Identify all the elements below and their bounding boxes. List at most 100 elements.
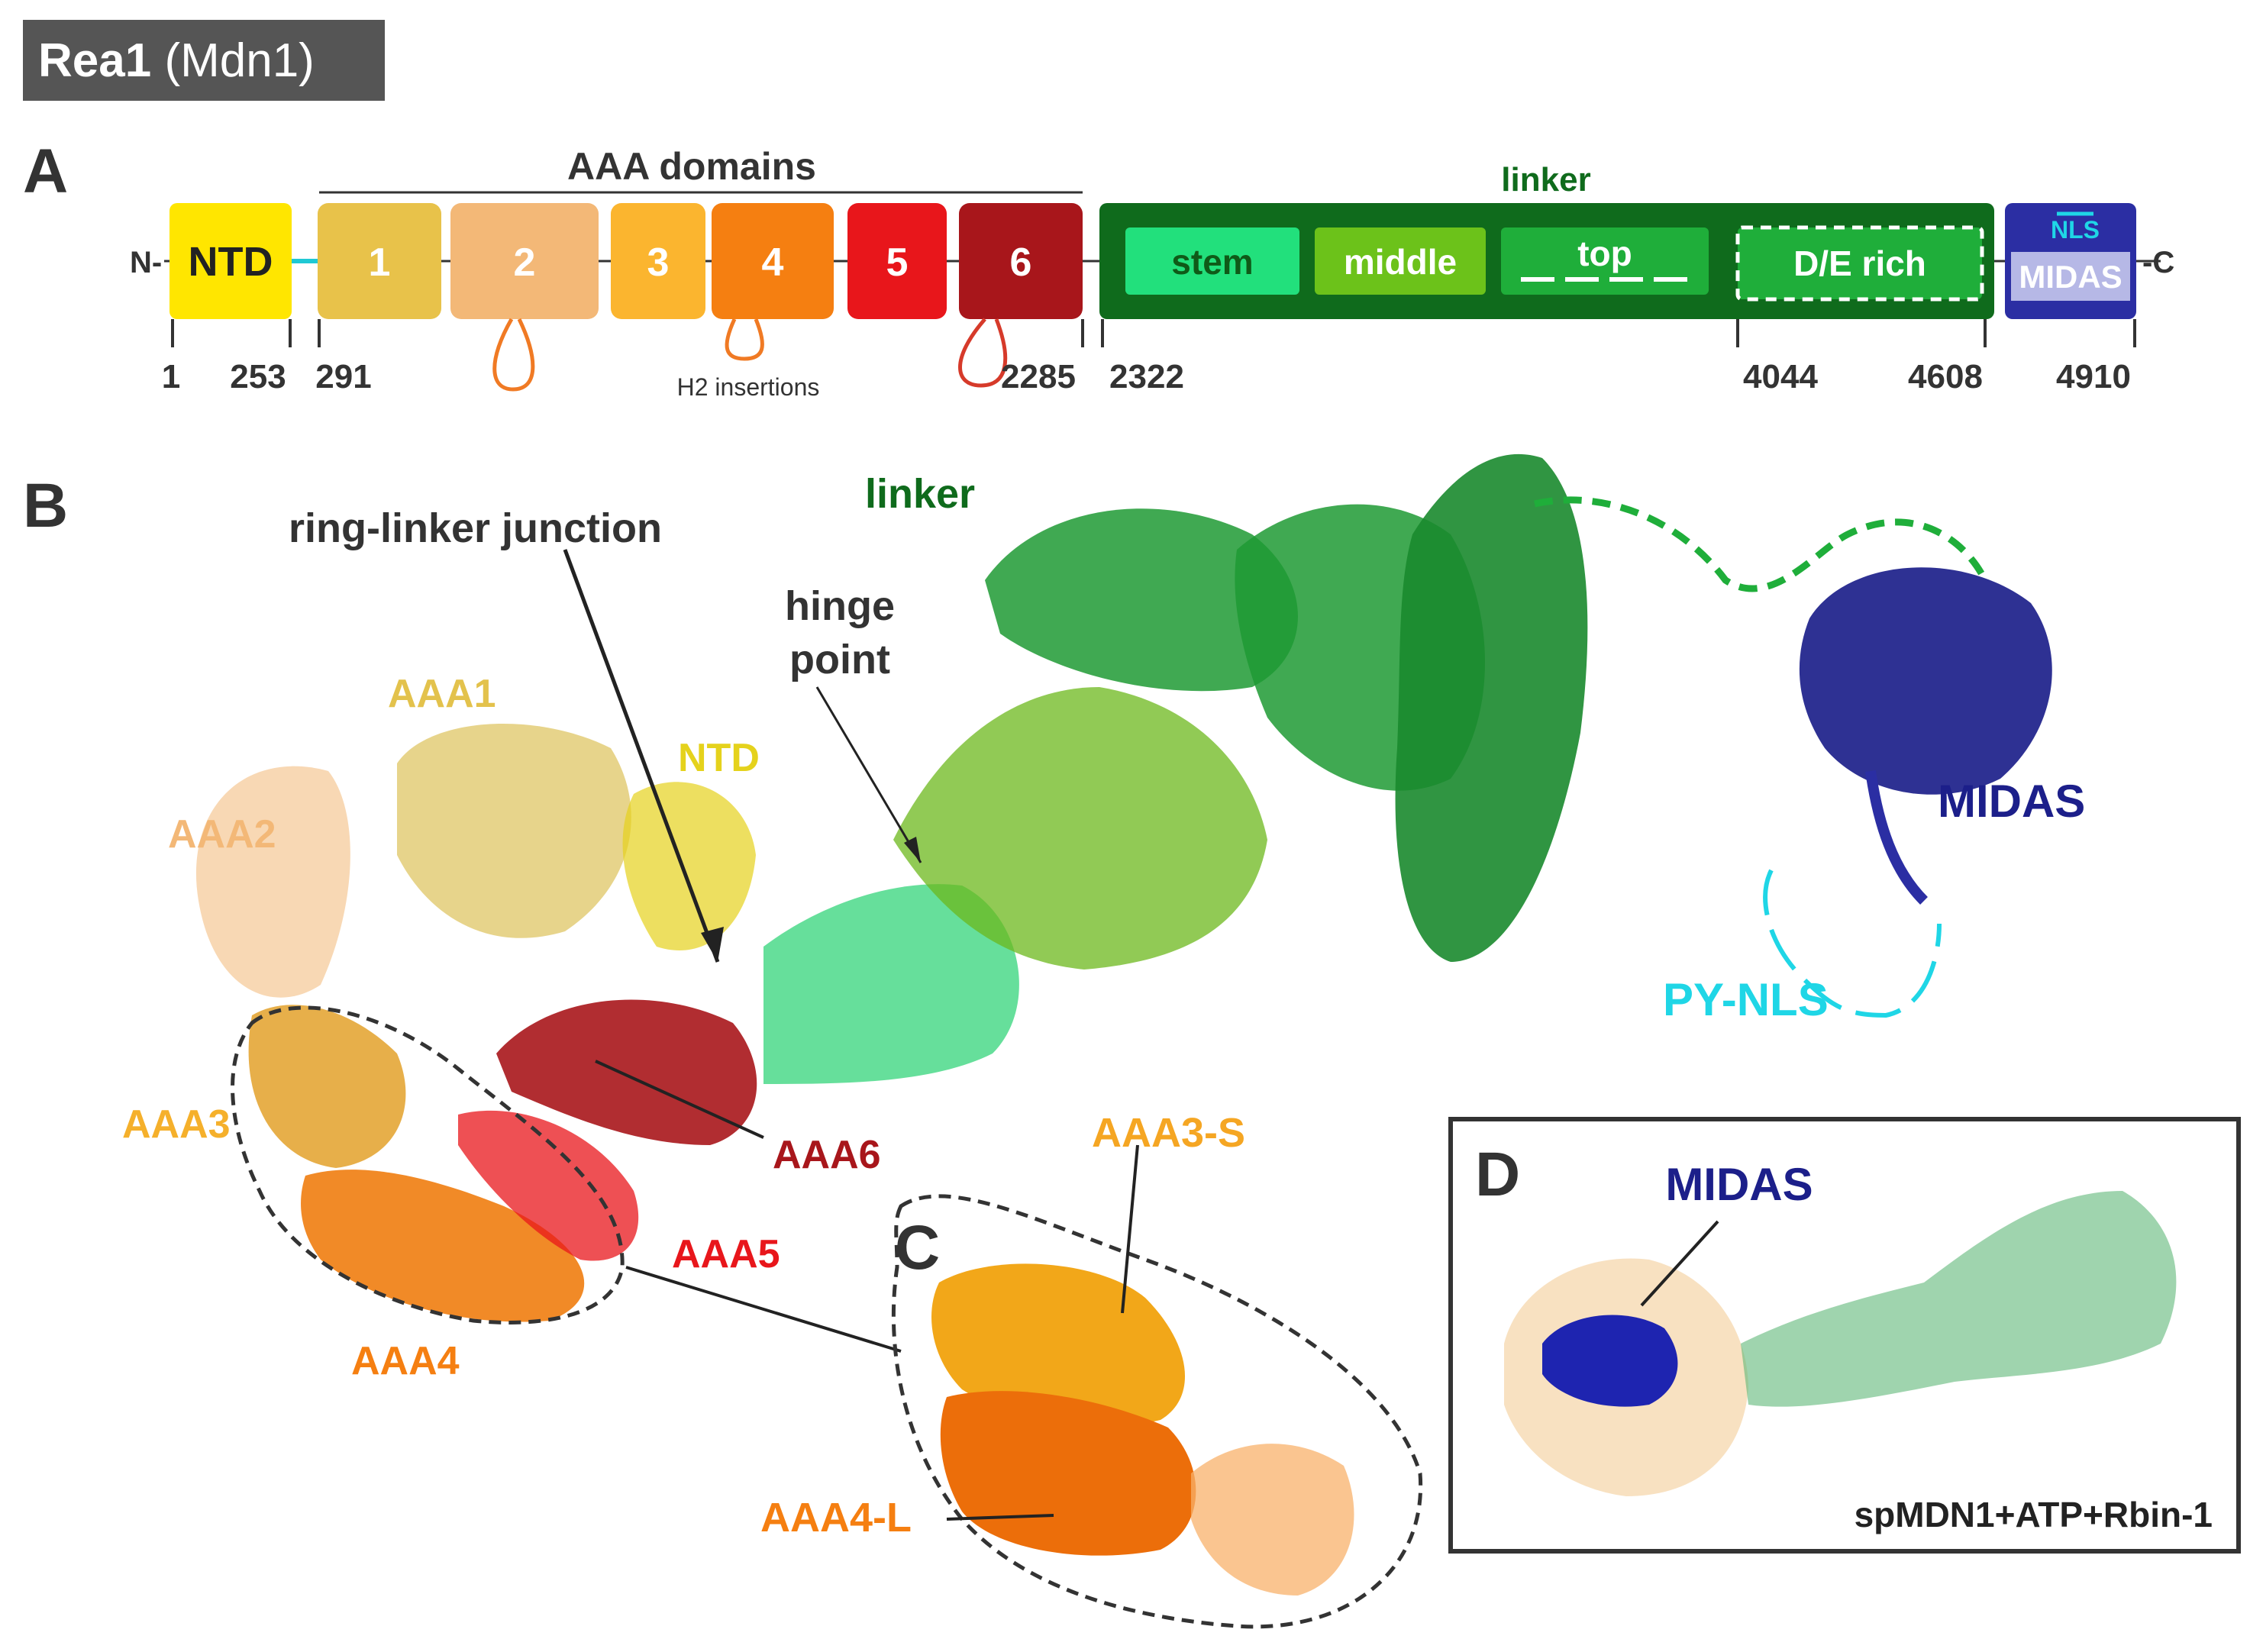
aaa3-label: AAA3 (122, 1102, 231, 1147)
de-rich-box (1735, 225, 1984, 302)
aaa6-box (959, 203, 1083, 319)
panel-d-linker (1741, 1191, 2177, 1407)
ntd-structure-label: NTD (678, 736, 760, 780)
ring-linker-junction-arrow (563, 549, 720, 963)
aaa6-pointer-line (595, 1060, 764, 1139)
nls-label: NLS (2051, 216, 2100, 244)
aaa-domains-header: AAA domains (567, 145, 816, 188)
zoom-connector-line (625, 1266, 902, 1353)
pos-253: 253 (230, 358, 286, 395)
h2-insertion-loop-aaa4 (725, 318, 764, 361)
linker-header: linker (1501, 161, 1590, 198)
de-rich-label: D/E rich (1793, 244, 1926, 283)
aaa3-box-label: 3 (647, 240, 670, 285)
ring-linker-junction-arrowhead (701, 927, 724, 962)
pos-4910: 4910 (2056, 358, 2131, 395)
aaa5-structure (458, 1110, 639, 1261)
ring-linker-junction-label: ring-linker junction (289, 505, 662, 551)
pos-291: 291 (315, 358, 371, 395)
middle-label: middle (1344, 242, 1457, 282)
pos-1: 1 (162, 358, 180, 395)
top-structure-1 (985, 508, 1298, 692)
svg-text:Rea1 (Mdn1): Rea1 (Mdn1) (38, 34, 315, 87)
panel-d-structure (1504, 1191, 2177, 1496)
pos-2285: 2285 (1001, 358, 1076, 395)
aaa5-label: AAA5 (672, 1232, 780, 1276)
middle-structure (893, 687, 1267, 970)
unresolved-linker-dashed-path (1534, 496, 1989, 592)
aaa3-aaa4-dashed-outline (231, 1005, 625, 1325)
stem-box (1125, 227, 1299, 295)
h2-insertion-loop-aaa2 (492, 318, 535, 392)
linker-structure (763, 453, 1588, 1084)
pos-2322: 2322 (1109, 358, 1184, 395)
h2-insertion-loop-aaa6 (958, 318, 1008, 388)
panel-label-c: C (895, 1213, 940, 1283)
aaa4-box-label: 4 (762, 240, 784, 285)
midas-structure (1799, 567, 2052, 905)
ntd-domain-box (169, 203, 292, 319)
aaa3-s-surface (931, 1263, 1186, 1426)
panel-label-d: D (1475, 1140, 1520, 1209)
panel-d-caption: spMDN1+ATP+Rbin-1 (1855, 1495, 2213, 1534)
aaa4-box (712, 203, 834, 319)
aaa1-structure (397, 723, 631, 938)
panel-c-dashed-outline (891, 1194, 1423, 1629)
aaa2-label: AAA2 (168, 812, 276, 857)
position-ticks (171, 319, 2136, 347)
midas-inner-box (2011, 252, 2130, 301)
py-nls-loop (1763, 869, 1942, 1018)
aaa5-box (847, 203, 947, 319)
aaa4-label: AAA4 (351, 1339, 460, 1383)
pos-4044: 4044 (1743, 358, 1818, 395)
aaa4-helical-subdomain (1191, 1444, 1354, 1596)
n-terminus-label: N- (130, 246, 162, 279)
hinge-label: hinge (785, 583, 895, 629)
midas-domain-label: MIDAS (2019, 259, 2122, 295)
panel-d-midas-pointer (1640, 1220, 1719, 1307)
pos-4608: 4608 (1908, 358, 1983, 395)
aaa1-label: AAA1 (388, 672, 496, 716)
panel-d-midas-density (1542, 1315, 1678, 1407)
aaa1-box-label: 1 (369, 240, 391, 285)
aaa6-label: AAA6 (773, 1133, 881, 1177)
aaa3-s-label: AAA3-S (1092, 1110, 1245, 1156)
midas-structure-label: MIDAS (1938, 776, 2085, 827)
h2-insertions-label: H2 insertions (677, 373, 820, 401)
aaa6-box-label: 6 (1010, 240, 1032, 285)
top-structure-3 (1395, 453, 1588, 962)
top-label: top (1577, 234, 1632, 273)
panel-label-a: A (23, 137, 68, 206)
aaa4-l-label: AAA4-L (760, 1495, 912, 1541)
aaa4-l-surface (940, 1391, 1196, 1556)
stem-structure (763, 884, 1019, 1084)
aaa2-structure (195, 766, 350, 998)
aaa2-box (450, 203, 599, 319)
panel-d-midas-label: MIDAS (1665, 1159, 1813, 1210)
aaa4-structure (301, 1170, 585, 1322)
aaa3-s-pointer (1121, 1144, 1139, 1314)
title-normal: (Mdn1) (151, 34, 315, 87)
title-bold: Rea1 (38, 34, 151, 87)
middle-box (1315, 227, 1486, 295)
panel-c-surfaces (931, 1263, 1354, 1596)
py-nls-label: PY-NLS (1663, 974, 1829, 1025)
aaa2-box-label: 2 (514, 240, 536, 285)
stem-label: stem (1171, 242, 1253, 282)
title-box: Rea1 (Mdn1) (23, 20, 385, 101)
aaa6-structure (496, 999, 757, 1145)
hinge-point-arrowhead (904, 837, 921, 863)
midas-tail (1865, 770, 1929, 905)
ntd-domain-label: NTD (189, 239, 273, 285)
aaa3-structure (248, 1005, 406, 1168)
hinge-point-arrow (815, 686, 922, 863)
aaa-ring-structure (195, 723, 757, 1322)
midas-domain-structure (1799, 567, 2052, 795)
point-label: point (789, 637, 890, 682)
c-terminus-label: -C (2142, 246, 2174, 279)
aaa1-box (318, 203, 441, 319)
aaa4-l-pointer (946, 1514, 1054, 1521)
aaa5-box-label: 5 (886, 240, 909, 285)
ntd-structure (622, 782, 756, 950)
linker-structure-label: linker (865, 471, 975, 517)
